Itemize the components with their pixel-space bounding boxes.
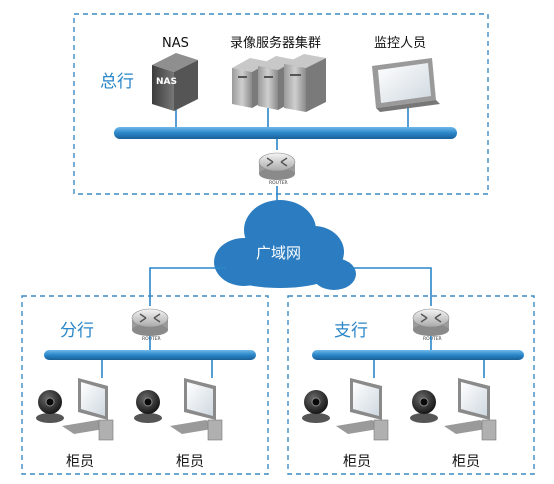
sub-teller1-label: 柜员 bbox=[343, 454, 371, 470]
wan-cloud bbox=[214, 200, 356, 290]
sub-title: 支行 bbox=[334, 321, 368, 341]
sub-teller1-pc-icon bbox=[336, 378, 389, 441]
sub-border bbox=[287, 295, 535, 475]
hq-router-text: ROUTER bbox=[269, 180, 288, 186]
branch-teller2-pc-icon bbox=[170, 378, 223, 441]
branch-router-text: ROUTER bbox=[142, 336, 161, 342]
server-cluster-icon bbox=[232, 54, 326, 112]
nas-icon: NAS bbox=[152, 53, 198, 111]
nas-label: NAS bbox=[162, 36, 189, 51]
branch-title: 分行 bbox=[60, 321, 94, 341]
hq-border bbox=[73, 13, 489, 195]
wan-label: 广域网 bbox=[256, 244, 301, 262]
branch-teller1-label: 柜员 bbox=[66, 454, 94, 470]
branch-border bbox=[21, 295, 269, 475]
sub-teller1-camera-icon bbox=[302, 390, 330, 423]
branch-teller2-camera-icon bbox=[134, 390, 162, 423]
branch-bus bbox=[44, 350, 256, 360]
sub-teller2-label: 柜员 bbox=[452, 454, 480, 470]
hq-router-icon: ROUTER bbox=[258, 152, 296, 186]
hq-title: 总行 bbox=[100, 72, 134, 92]
monitor-label: 监控人员 bbox=[374, 36, 426, 51]
branch-teller1-camera-icon bbox=[36, 390, 64, 423]
nas-badge: NAS bbox=[156, 77, 177, 87]
branch-router-icon: ROUTER bbox=[131, 308, 169, 342]
monitor-icon bbox=[372, 58, 440, 112]
sub-bus bbox=[312, 350, 524, 360]
branch-teller1-pc-icon bbox=[62, 378, 114, 441]
servers-label: 录像服务器集群 bbox=[230, 35, 321, 51]
sub-teller2-camera-icon bbox=[410, 390, 438, 423]
sub-router-text: ROUTER bbox=[423, 336, 442, 342]
sub-router-icon: ROUTER bbox=[412, 308, 450, 342]
hq-bus bbox=[114, 127, 457, 139]
sub-teller2-pc-icon bbox=[444, 378, 497, 441]
branch-teller2-label: 柜员 bbox=[176, 454, 204, 470]
